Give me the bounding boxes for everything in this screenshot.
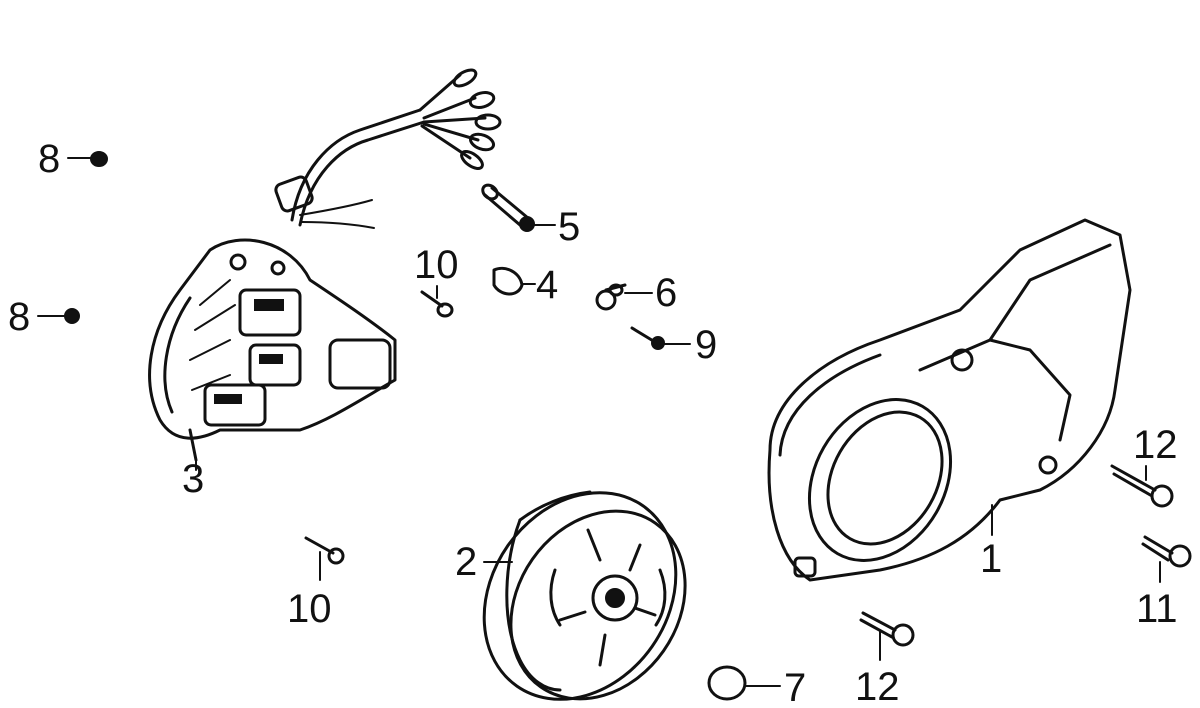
nut-8-upper: [90, 151, 108, 167]
callout-3: 3: [182, 457, 204, 501]
leader-lines: [37, 157, 1161, 687]
sensor-5: [481, 183, 535, 232]
screw-10-lower: [304, 536, 345, 565]
callout-12-lower: 12: [855, 665, 900, 708]
flywheel-rotor: [482, 490, 687, 701]
callout-7: 7: [784, 666, 806, 708]
nut-7: [707, 665, 747, 701]
bolt-11: [1141, 535, 1192, 568]
callout-1: 1: [980, 537, 1002, 581]
clip-4: [492, 266, 524, 296]
callout-12-upper: 12: [1133, 423, 1178, 467]
bolt-12-upper: [1110, 464, 1174, 508]
screw-9: [630, 326, 665, 350]
callout-labels: 1 2 3 4 5 6 7 8 8 9 10 10 11 12 12: [8, 137, 1178, 708]
sensor-6: [595, 283, 627, 311]
bolt-12-lower: [859, 611, 915, 647]
fasteners: [64, 151, 1192, 701]
callout-4: 4: [536, 263, 558, 307]
callout-10-lower: 10: [287, 587, 332, 631]
nut-8-lower: [64, 308, 80, 324]
screw-10-upper: [420, 290, 454, 318]
callout-6: 6: [655, 271, 677, 315]
callout-2: 2: [455, 540, 477, 584]
callout-8-lower: 8: [8, 295, 30, 339]
crankcase-cover: [767, 218, 1132, 582]
callout-9: 9: [695, 323, 717, 367]
callout-8-upper: 8: [38, 137, 60, 181]
callout-10-upper: 10: [414, 243, 459, 287]
callout-5: 5: [558, 205, 580, 249]
callout-11: 11: [1136, 587, 1178, 631]
stator-assembly: [148, 68, 502, 462]
